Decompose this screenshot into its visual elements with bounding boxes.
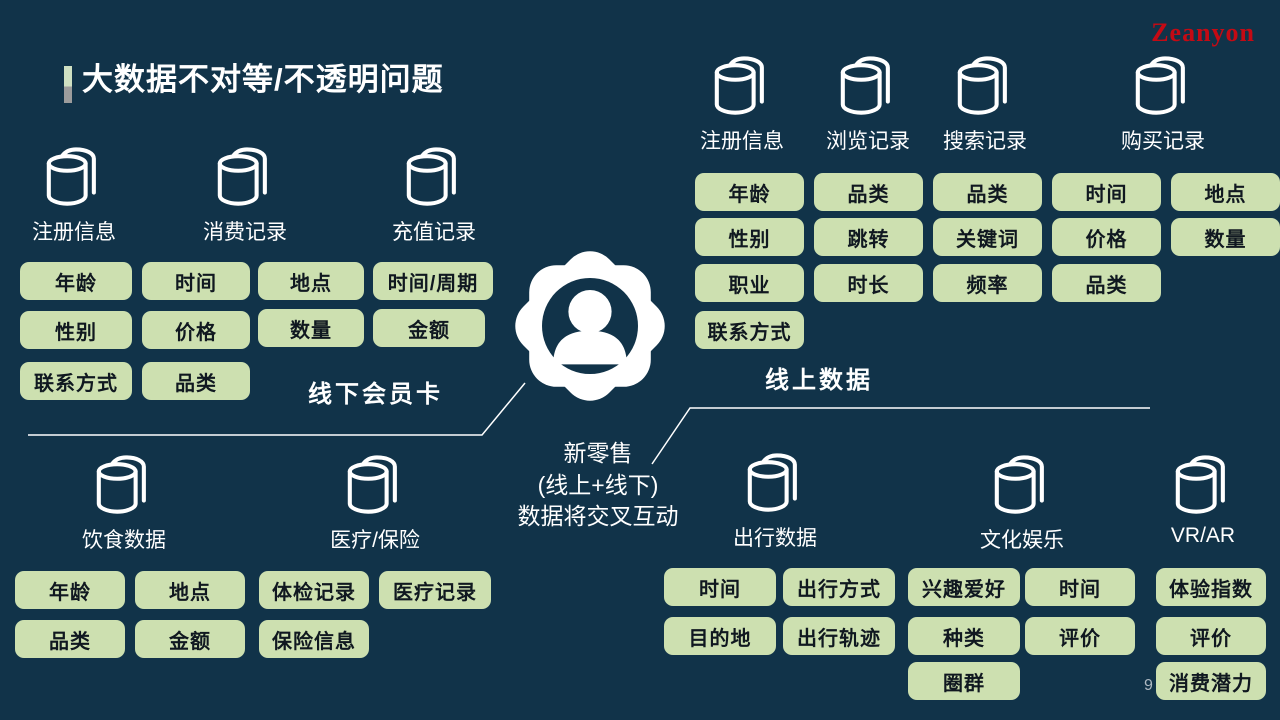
database-label: 消费记录 bbox=[203, 221, 287, 244]
data-tag: 金额 bbox=[135, 620, 245, 658]
data-tag: 时间/周期 bbox=[373, 262, 493, 300]
data-tag: 品类 bbox=[15, 620, 125, 658]
database-label: 注册信息 bbox=[700, 130, 784, 153]
database-offline-register: 注册信息 bbox=[19, 147, 129, 246]
data-tag: 时间 bbox=[1052, 173, 1161, 211]
database-cylinder-icon bbox=[344, 455, 406, 517]
center-caption-line1: 新零售 bbox=[563, 440, 633, 466]
data-tag: 时间 bbox=[142, 262, 250, 300]
data-tag: 圈群 bbox=[908, 662, 1020, 700]
online-group-label: 线上数据 bbox=[765, 367, 873, 394]
offline-group-label: 线下会员卡 bbox=[308, 381, 443, 408]
database-cylinder-icon bbox=[954, 56, 1016, 118]
database-medical: 医疗/保险 bbox=[320, 455, 430, 554]
data-tag: 体检记录 bbox=[259, 571, 369, 609]
data-tag: 联系方式 bbox=[20, 362, 132, 400]
database-offline-recharge: 充值记录 bbox=[379, 147, 489, 246]
database-cylinder-icon bbox=[43, 147, 105, 209]
database-label: 充值记录 bbox=[392, 221, 476, 244]
data-tag: 品类 bbox=[933, 173, 1042, 211]
data-tag: 年龄 bbox=[15, 571, 125, 609]
data-tag: 品类 bbox=[142, 362, 250, 400]
database-offline-consume: 消费记录 bbox=[190, 147, 300, 246]
database-online-search: 搜索记录 bbox=[930, 56, 1040, 155]
database-cylinder-icon bbox=[837, 56, 899, 118]
data-tag: 种类 bbox=[908, 617, 1020, 655]
database-label: 浏览记录 bbox=[826, 130, 910, 153]
page-number: 9 bbox=[1144, 677, 1153, 694]
data-tag: 时长 bbox=[814, 264, 923, 302]
database-cylinder-icon bbox=[1172, 455, 1234, 517]
data-tag: 跳转 bbox=[814, 218, 923, 256]
database-culture: 文化娱乐 bbox=[966, 455, 1078, 554]
brand-logo: Zeanyon bbox=[1151, 18, 1255, 47]
data-tag: 地点 bbox=[135, 571, 245, 609]
data-tag: 数量 bbox=[1171, 218, 1280, 256]
database-travel: 出行数据 bbox=[719, 453, 831, 552]
center-caption-line3: 数据将交叉互动 bbox=[517, 503, 679, 529]
database-cylinder-icon bbox=[403, 147, 465, 209]
database-cylinder-icon bbox=[744, 453, 806, 515]
database-cylinder-icon bbox=[991, 455, 1053, 517]
data-tag: 职业 bbox=[695, 264, 804, 302]
data-tag: 地点 bbox=[1171, 173, 1280, 211]
database-label: VR/AR bbox=[1170, 524, 1236, 547]
data-tag: 性别 bbox=[20, 311, 132, 349]
data-tag: 数量 bbox=[258, 309, 364, 347]
data-tag: 品类 bbox=[814, 173, 923, 211]
data-tag: 医疗记录 bbox=[379, 571, 491, 609]
data-tag: 时间 bbox=[1025, 568, 1135, 606]
database-online-purchase: 购买记录 bbox=[1108, 56, 1218, 155]
database-label: 饮食数据 bbox=[82, 529, 166, 552]
data-tag: 体验指数 bbox=[1156, 568, 1266, 606]
data-tag: 年龄 bbox=[695, 173, 804, 211]
data-tag: 联系方式 bbox=[695, 311, 804, 349]
database-cylinder-icon bbox=[711, 56, 773, 118]
data-tag: 频率 bbox=[933, 264, 1042, 302]
database-vr-ar: VR/AR bbox=[1147, 455, 1259, 548]
data-tag: 金额 bbox=[373, 309, 485, 347]
data-tag: 时间 bbox=[664, 568, 776, 606]
data-tag: 出行轨迹 bbox=[783, 617, 895, 655]
database-cylinder-icon bbox=[214, 147, 276, 209]
database-cylinder-icon bbox=[1132, 56, 1194, 118]
data-tag: 评价 bbox=[1025, 617, 1135, 655]
database-food: 饮食数据 bbox=[69, 455, 179, 554]
data-tag: 保险信息 bbox=[259, 620, 369, 658]
database-label: 文化娱乐 bbox=[980, 529, 1064, 552]
data-tag: 出行方式 bbox=[783, 568, 895, 606]
data-tag: 年龄 bbox=[20, 262, 132, 300]
data-tag: 关键词 bbox=[933, 218, 1042, 256]
center-caption: 新零售 (线上+线下) 数据将交叉互动 bbox=[483, 438, 713, 533]
database-label: 出行数据 bbox=[733, 527, 817, 550]
database-label: 注册信息 bbox=[32, 221, 116, 244]
data-tag: 目的地 bbox=[664, 617, 776, 655]
database-cylinder-icon bbox=[93, 455, 155, 517]
data-tag: 品类 bbox=[1052, 264, 1161, 302]
data-tag: 价格 bbox=[1052, 218, 1161, 256]
page-title: 大数据不对等/不透明问题 bbox=[82, 62, 444, 97]
center-caption-line2: (线上+线下) bbox=[537, 471, 659, 498]
database-online-browse: 浏览记录 bbox=[813, 56, 923, 155]
data-tag: 消费潜力 bbox=[1156, 662, 1266, 700]
data-tag: 地点 bbox=[258, 262, 364, 300]
database-label: 购买记录 bbox=[1121, 130, 1205, 153]
title-accent-bar bbox=[64, 66, 72, 103]
data-tag: 评价 bbox=[1156, 617, 1266, 655]
data-tag: 价格 bbox=[142, 311, 250, 349]
database-label: 搜索记录 bbox=[943, 130, 1027, 153]
data-tag: 性别 bbox=[695, 218, 804, 256]
gear-person-icon bbox=[515, 251, 665, 401]
database-label: 医疗/保险 bbox=[330, 529, 420, 552]
database-online-register: 注册信息 bbox=[687, 56, 797, 155]
data-tag: 兴趣爱好 bbox=[908, 568, 1020, 606]
